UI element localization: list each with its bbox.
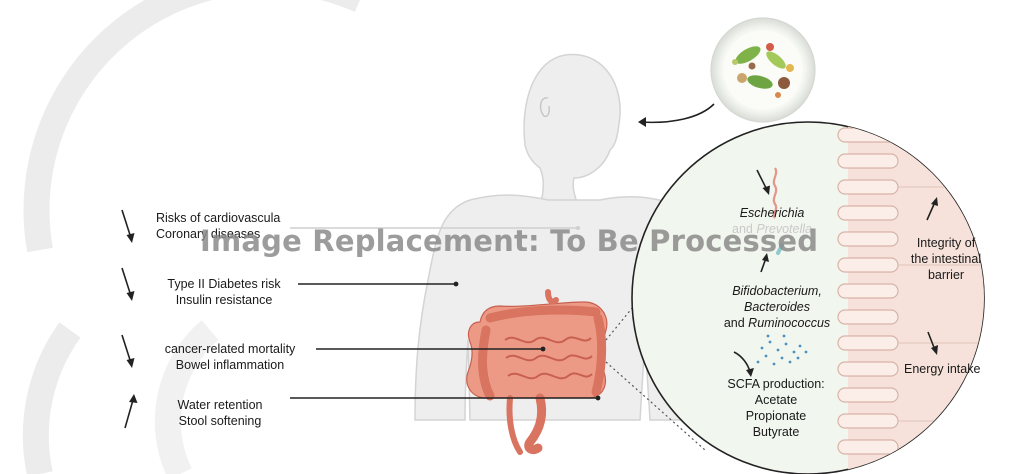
effect-line: Insulin resistance <box>152 292 296 308</box>
intestine-illustration <box>467 292 607 452</box>
effect-label-stool: Water retention Stool softening <box>150 397 290 429</box>
arrowhead-icon <box>638 117 646 127</box>
image-replacement-watermark: Image Replacement: To Be Processed <box>200 224 818 258</box>
effect-line: Type II Diabetes risk <box>152 276 296 292</box>
barrier-label: Integrity of the intestinal barrier <box>898 235 994 283</box>
barrier-line: the intestinal <box>898 251 994 267</box>
effect-label-diabetes: Type II Diabetes risk Insulin resistance <box>152 276 296 308</box>
bacteria-name: Bifidobacterium, <box>732 284 822 298</box>
effect-line: Stool softening <box>150 413 290 429</box>
bacteria-group-2: Bifidobacterium, Bacteroides and Ruminoc… <box>712 283 842 331</box>
scfa-item: Acetate <box>714 392 838 408</box>
energy-intake-label: Energy intake <box>904 361 980 377</box>
effect-label-cancer: cancer-related mortality Bowel inflammat… <box>146 341 314 373</box>
effect-trend-arrows <box>122 210 138 428</box>
scfa-title: SCFA production: <box>714 376 838 392</box>
joiner-text: and <box>724 316 745 330</box>
scfa-item: Propionate <box>714 408 838 424</box>
barrier-line: Integrity of <box>898 235 994 251</box>
food-to-mouth-arrow <box>640 104 714 122</box>
food-plate-icon <box>711 18 815 122</box>
effect-line: Bowel inflammation <box>146 357 314 373</box>
bacteria-name: Bacteroides <box>744 300 810 314</box>
scfa-label: SCFA production: Acetate Propionate Buty… <box>714 376 838 440</box>
bacteria-name: Ruminococcus <box>748 316 830 330</box>
scfa-item: Butyrate <box>714 424 838 440</box>
bacteria-name: Escherichia <box>740 206 805 220</box>
barrier-line: barrier <box>898 267 994 283</box>
effect-line: Water retention <box>150 397 290 413</box>
effect-line: cancer-related mortality <box>146 341 314 357</box>
